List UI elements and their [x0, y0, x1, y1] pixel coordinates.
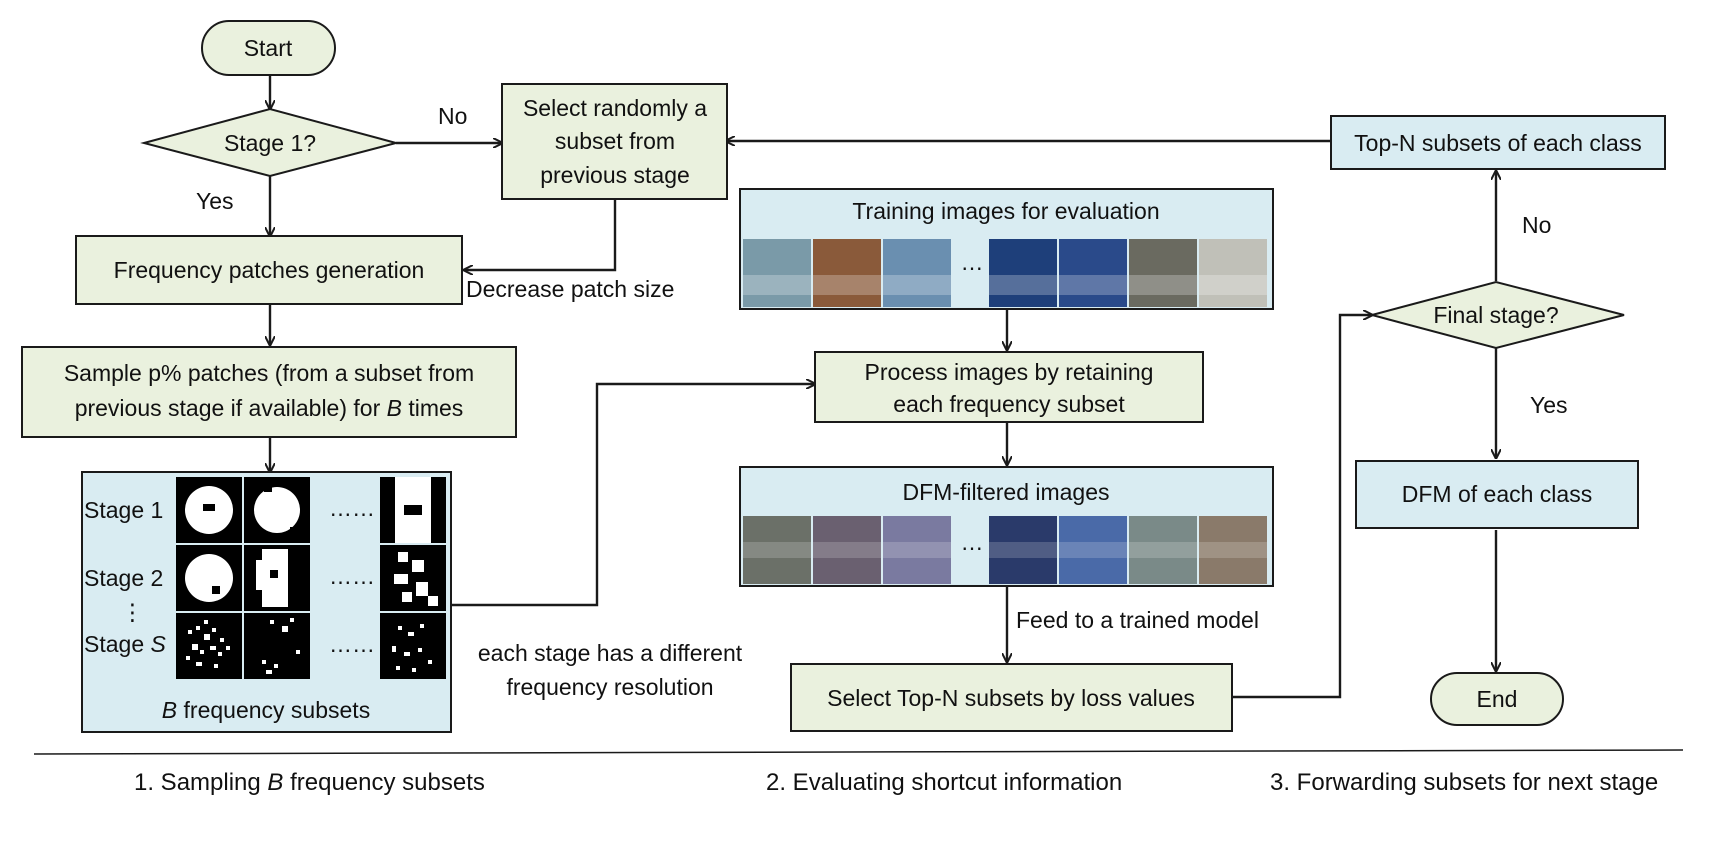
node-select-topn: Select Top-N subsets by loss values: [790, 663, 1233, 732]
dfm-thumbnail-7: [1199, 516, 1267, 584]
edges: [270, 75, 1496, 699]
training-thumbnail-1: [743, 239, 811, 307]
stage-label-s: Stage S: [84, 631, 167, 657]
dfm-thumbnails: [743, 516, 1267, 584]
dfm-thumbnail-1: [743, 516, 811, 584]
freq-patch-gen-label: Frequency patches generation: [114, 257, 425, 283]
select-random-line2: subset from: [555, 128, 675, 154]
process-images-line1: Process images by retaining: [865, 359, 1154, 385]
edge-select-to-freqgen: [464, 199, 617, 270]
node-stage1-decision: Stage 1?: [140, 107, 400, 178]
node-end: End: [1430, 672, 1564, 726]
section-1-caption: 1. Sampling B frequency subsets: [134, 769, 485, 796]
node-start: Start: [201, 20, 336, 76]
node-select-random: Select randomly a subset from previous s…: [501, 83, 728, 200]
stage1-label: Stage 1?: [224, 130, 316, 156]
training-ellipsis: …: [961, 249, 984, 275]
select-random-line1: Select randomly a: [523, 95, 707, 121]
dfm-thumbnail-4: [989, 516, 1057, 584]
dfm-thumbnail-band-5: [1059, 542, 1127, 558]
training-thumbnail-band-7: [1199, 275, 1267, 295]
node-training-images: Training images for evaluation …: [739, 188, 1274, 310]
select-random-line3: previous stage: [540, 162, 690, 188]
dfm-thumbnail-band-1: [743, 542, 811, 558]
training-thumbnail-2: [813, 239, 881, 307]
mask-row-1: [176, 477, 446, 543]
node-process-images: Process images by retaining each frequen…: [814, 351, 1204, 423]
section-2-caption: 2. Evaluating shortcut information: [766, 769, 1122, 796]
training-thumbnail-5: [1059, 239, 1127, 307]
label-stage-note-2: frequency resolution: [506, 674, 713, 700]
mask-3-2: [244, 613, 310, 679]
dfm-thumbnail-2: [813, 516, 881, 584]
dots-row-3: ……: [329, 631, 375, 657]
training-thumbnail-band-1: [743, 275, 811, 295]
dfm-thumbnail-band-2: [813, 542, 881, 558]
start-label: Start: [244, 35, 293, 61]
training-thumbnail-band-6: [1129, 275, 1197, 295]
mask-row-2: [176, 545, 446, 611]
node-topn-each-class: Top-N subsets of each class: [1330, 115, 1666, 170]
label-feed-model: Feed to a trained model: [1016, 607, 1259, 633]
training-thumbnails: [743, 239, 1267, 307]
training-thumbnail-3: [883, 239, 951, 307]
stage-label-2: Stage 2: [84, 565, 163, 591]
label-stage-note-1: each stage has a different: [478, 640, 743, 666]
node-sample-patches: Sample p% patches (from a subset from pr…: [21, 346, 517, 438]
edge-panel-to-process: [451, 384, 815, 607]
dfm-thumbnail-band-6: [1129, 542, 1197, 558]
training-images-title: Training images for evaluation: [852, 198, 1159, 224]
subset-panel-footer: B frequency subsets: [162, 697, 370, 723]
section-3-caption: 3. Forwarding subsets for next stage: [1270, 769, 1658, 796]
node-dfm-each-class: DFM of each class: [1355, 460, 1639, 529]
sample-patches-line2: previous stage if available) for B times: [75, 395, 464, 421]
final-stage-label: Final stage?: [1433, 302, 1558, 328]
process-images-line2: each frequency subset: [893, 391, 1125, 417]
dots-row-1: ……: [329, 495, 375, 521]
stage-vdots: ⋮: [121, 599, 144, 625]
label-yes-1: Yes: [196, 188, 234, 214]
dfm-ellipsis: …: [961, 529, 984, 555]
training-thumbnail-band-2: [813, 275, 881, 295]
stage-label-1: Stage 1: [84, 497, 163, 523]
training-thumbnail-band-5: [1059, 275, 1127, 295]
end-label: End: [1477, 686, 1518, 712]
node-final-stage: Final stage?: [1368, 280, 1625, 350]
dfm-thumbnail-band-7: [1199, 542, 1267, 558]
select-topn-label: Select Top-N subsets by loss values: [827, 685, 1195, 711]
training-thumbnail-band-3: [883, 275, 951, 295]
training-thumbnail-6: [1129, 239, 1197, 307]
label-no-2: No: [1522, 212, 1551, 238]
label-decrease-patch: Decrease patch size: [466, 276, 674, 302]
dfm-each-class-label: DFM of each class: [1402, 481, 1592, 507]
topn-each-class-label: Top-N subsets of each class: [1354, 130, 1642, 156]
dfm-thumbnail-band-4: [989, 542, 1057, 558]
training-thumbnail-4: [989, 239, 1057, 307]
label-yes-2: Yes: [1530, 392, 1568, 418]
node-freq-patch-gen: Frequency patches generation: [75, 235, 463, 305]
dfm-thumbnail-6: [1129, 516, 1197, 584]
training-thumbnail-band-4: [989, 275, 1057, 295]
dfm-filtered-title: DFM-filtered images: [902, 479, 1109, 505]
mask-row-3: [176, 613, 446, 679]
section-divider: [33, 749, 1684, 755]
training-thumbnail-7: [1199, 239, 1267, 307]
dfm-thumbnail-5: [1059, 516, 1127, 584]
edge-topn-to-final: [1232, 315, 1372, 699]
node-dfm-filtered: DFM-filtered images …: [739, 466, 1274, 587]
sample-patches-line1: Sample p% patches (from a subset from: [64, 360, 474, 386]
mask-3-1: [176, 613, 242, 679]
dfm-thumbnail-band-3: [883, 542, 951, 558]
node-subset-panel: Stage 1 Stage 2 ⋮ Stage S ……: [81, 471, 452, 733]
dots-row-2: ……: [329, 563, 375, 589]
dfm-thumbnail-3: [883, 516, 951, 584]
label-no-1: No: [438, 103, 467, 129]
